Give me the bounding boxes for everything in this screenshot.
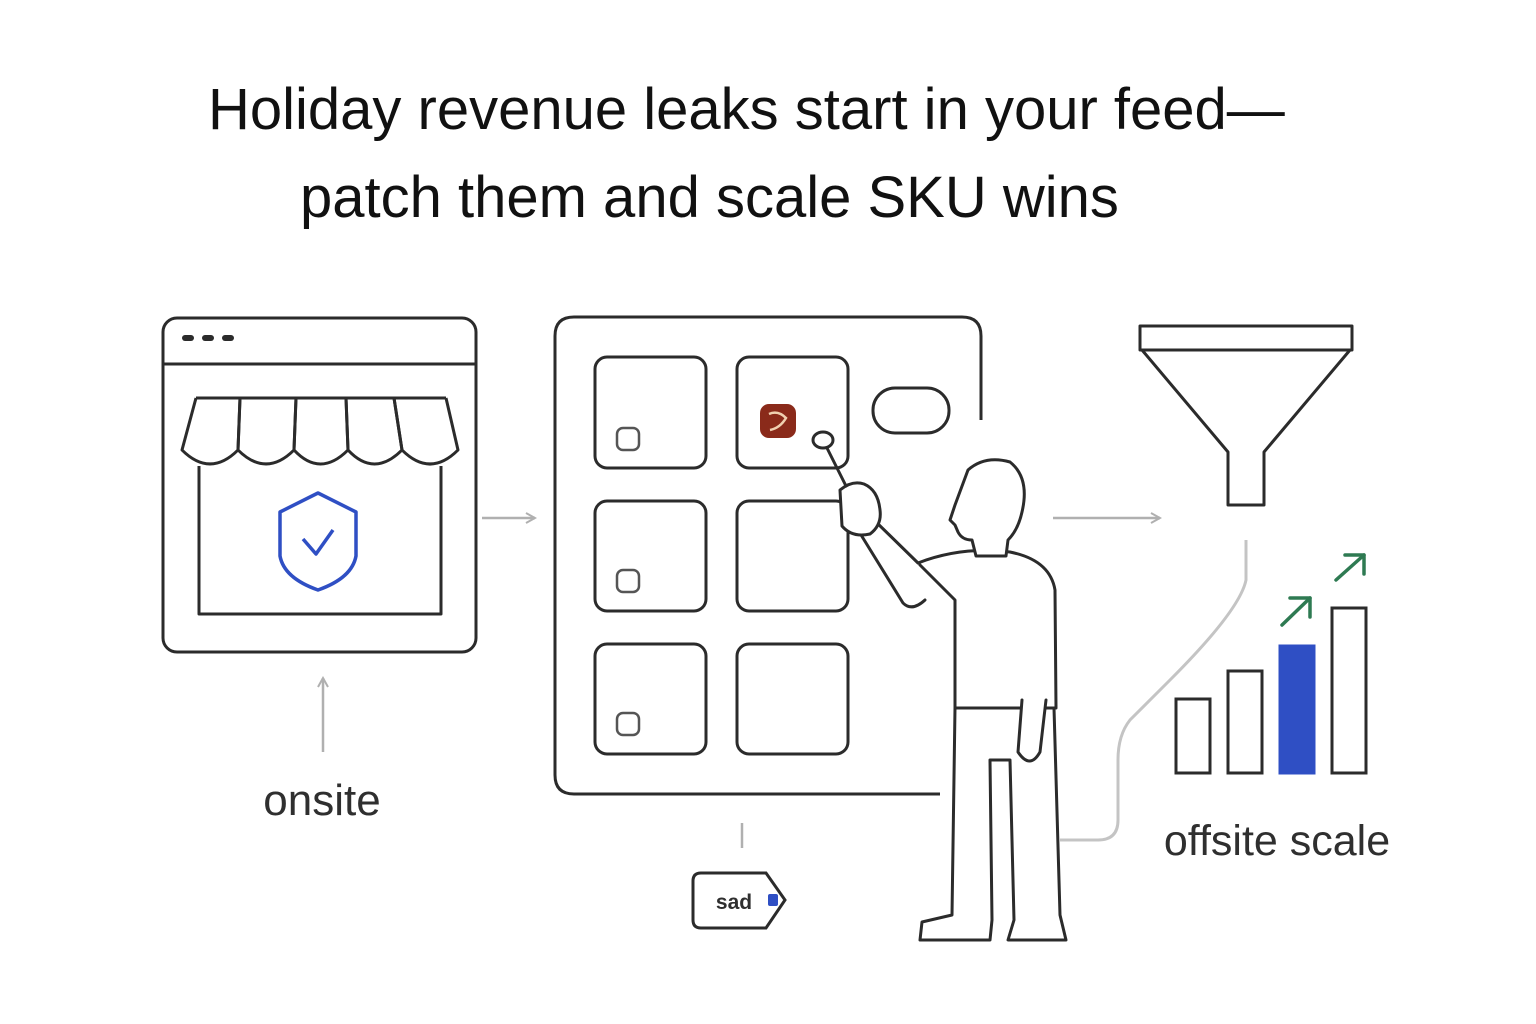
sku-tile-flagged — [735, 355, 850, 470]
sku-tile — [735, 499, 850, 613]
storefront-browser-window — [161, 316, 478, 654]
feed-pill — [871, 386, 951, 435]
flagged-sku-icon — [760, 404, 796, 438]
storefront-icon — [180, 396, 460, 616]
offsite-label: offsite scale — [1164, 817, 1390, 865]
growth-bar — [1226, 669, 1264, 775]
window-dots-icon — [182, 335, 234, 341]
tag-label: sad — [716, 891, 752, 914]
sku-thumb-icons — [615, 426, 641, 737]
onsite-label: onsite — [263, 776, 380, 825]
growth-bar-chart — [1174, 606, 1368, 775]
sku-tile — [593, 499, 708, 613]
product-feed-board — [553, 315, 983, 796]
sku-tile — [593, 355, 708, 470]
title-line-1: Holiday revenue leaks start in your feed… — [208, 77, 1285, 142]
funnel-connector — [1060, 540, 1248, 842]
shield-check-icon — [278, 491, 358, 592]
price-tag-icon: sad — [691, 871, 787, 930]
growth-bar — [1330, 606, 1368, 775]
arrow-up-right-icon — [1280, 553, 1366, 627]
title-line-2: patch them and scale SKU wins — [300, 165, 1119, 230]
growth-bar — [1174, 697, 1212, 775]
sku-tile — [593, 642, 708, 756]
growth-bar — [1278, 644, 1316, 775]
person-icon — [811, 430, 1068, 942]
sku-tile — [735, 642, 850, 756]
funnel-icon — [1138, 324, 1354, 507]
